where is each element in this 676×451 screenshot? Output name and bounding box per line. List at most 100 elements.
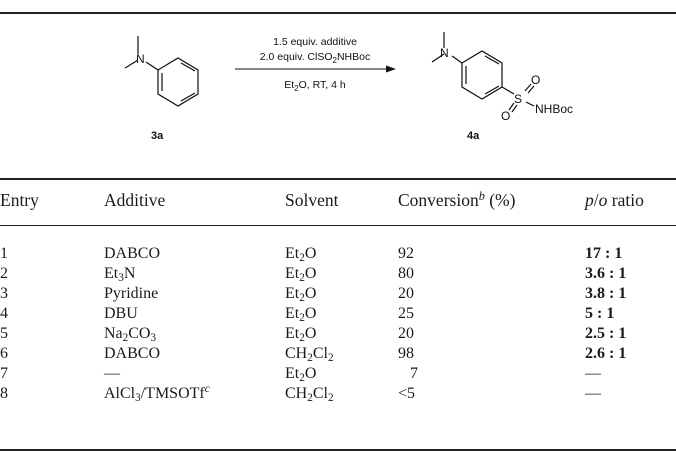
product-label: 4a bbox=[467, 130, 480, 142]
cell-solvent: Et2O bbox=[285, 244, 316, 264]
footnote-b: b bbox=[478, 189, 485, 203]
reaction-scheme: N 3a 1.5 equiv. additive 2.0 equiv. ClSO… bbox=[124, 32, 573, 142]
cell-ratio: 5 : 1 bbox=[585, 305, 615, 322]
cell-additive-part: Et bbox=[104, 265, 119, 282]
cell-conversion: 98 bbox=[398, 345, 414, 362]
cell-additive-part: Pyridine bbox=[104, 285, 159, 302]
cell-additive-part: 3 bbox=[135, 392, 141, 404]
cell-additive: AlCl3/TMSOTfc bbox=[104, 383, 210, 404]
cell-additive-part: CO bbox=[128, 325, 151, 342]
header-ratio-sep: / bbox=[593, 190, 599, 210]
cell-solvent-part: Cl bbox=[312, 345, 328, 362]
cell-solvent-part: Et bbox=[285, 285, 300, 302]
cell-ratio: 17 : 1 bbox=[585, 245, 623, 262]
header-rule bbox=[0, 225, 676, 226]
cell-entry: 7 bbox=[0, 365, 8, 382]
bottom-rule bbox=[0, 449, 676, 451]
condition-line2: 2.0 equiv. ClSO2NHBoc bbox=[260, 51, 370, 65]
cell-additive: Et3N bbox=[104, 264, 135, 284]
cell-ratio: 3.6 : 1 bbox=[585, 265, 627, 282]
header-ratio-word: ratio bbox=[607, 190, 644, 210]
header-additive: Additive bbox=[104, 190, 166, 210]
cell-ratio: 2.6 : 1 bbox=[585, 345, 627, 362]
cell-additive-part: AlCl bbox=[104, 385, 136, 402]
cell-solvent-part: 2 bbox=[307, 352, 313, 364]
cell-additive-part: N bbox=[123, 265, 136, 282]
cell-additive-part: /TMSOTf bbox=[140, 385, 205, 402]
cell-entry: 8 bbox=[0, 385, 8, 402]
cell-ratio: 2.5 : 1 bbox=[585, 325, 627, 342]
header-conversion: Conversionb (%) bbox=[398, 190, 515, 211]
cell-solvent: Et2O bbox=[285, 284, 316, 304]
cell-additive: DABCO bbox=[104, 344, 160, 364]
cell-solvent-part: O bbox=[304, 245, 317, 262]
cell-solvent-part: Et bbox=[285, 325, 300, 342]
product-atom-n: N bbox=[440, 46, 449, 60]
cell-solvent: Et2O bbox=[285, 304, 316, 324]
reactant-label: 3a bbox=[151, 130, 164, 142]
top-rule bbox=[0, 12, 676, 14]
cell-solvent-part: CH bbox=[285, 345, 308, 362]
cell-solvent-part: Et bbox=[285, 265, 300, 282]
cell-additive-part: c bbox=[204, 383, 210, 395]
cell-solvent-part: O bbox=[304, 305, 317, 322]
cell-solvent-part: Et bbox=[285, 305, 300, 322]
cell-solvent-part: Cl bbox=[312, 385, 328, 402]
cell-additive-part: Na bbox=[104, 325, 123, 342]
product-atom-o-lower: O bbox=[501, 109, 510, 123]
cell-solvent-part: O bbox=[304, 365, 317, 382]
cell-ratio: — bbox=[585, 365, 601, 382]
cell-entry: 2 bbox=[0, 265, 8, 282]
cell-additive-part: — bbox=[104, 365, 120, 382]
cell-entry: 1 bbox=[0, 245, 8, 262]
cell-entry: 3 bbox=[0, 285, 8, 302]
cell-entry: 5 bbox=[0, 325, 8, 342]
cell-solvent-part: 2 bbox=[299, 372, 305, 384]
cell-additive: DBU bbox=[104, 304, 138, 324]
cell-additive-part: DBU bbox=[104, 305, 138, 322]
cell-solvent-part: 2 bbox=[299, 272, 305, 284]
product-atom-o-upper: O bbox=[531, 73, 540, 87]
header-conversion-unit: (%) bbox=[484, 190, 516, 210]
cell-additive-part: DABCO bbox=[104, 245, 161, 262]
cell-additive: Na2CO3 bbox=[104, 324, 156, 344]
cell-solvent-part: 2 bbox=[299, 332, 305, 344]
cell-solvent: CH2Cl2 bbox=[285, 344, 334, 364]
cell-conversion: 7 bbox=[410, 365, 418, 382]
cell-solvent-part: 2 bbox=[327, 392, 334, 404]
cell-conversion: 20 bbox=[398, 285, 414, 302]
product-structure bbox=[431, 32, 535, 113]
scheme-bottom-rule bbox=[0, 178, 676, 180]
cell-additive: DABCO bbox=[104, 244, 160, 264]
cell-conversion: 80 bbox=[398, 265, 414, 282]
arrow-head bbox=[386, 65, 396, 73]
cell-additive: Pyridine bbox=[104, 284, 158, 304]
cell-solvent-part: Et bbox=[285, 365, 300, 382]
cell-solvent: Et2O bbox=[285, 364, 316, 384]
cell-solvent-part: O bbox=[304, 285, 317, 302]
condition-line1: 1.5 equiv. additive bbox=[273, 36, 357, 48]
header-entry: Entry bbox=[0, 190, 39, 210]
cell-conversion: <5 bbox=[398, 385, 416, 402]
cell-additive-part: 3 bbox=[150, 332, 157, 344]
cell-solvent: Et2O bbox=[285, 264, 316, 284]
product-atom-nhboc: NHBoc bbox=[535, 102, 573, 116]
cell-solvent-part: 2 bbox=[299, 312, 305, 324]
cell-additive: — bbox=[104, 364, 120, 384]
header-ratio-p: p bbox=[585, 190, 594, 210]
cell-solvent-part: 2 bbox=[299, 252, 305, 264]
cell-solvent-part: 2 bbox=[327, 352, 334, 364]
cell-entry: 4 bbox=[0, 305, 8, 322]
cell-solvent-part: CH bbox=[285, 385, 308, 402]
cell-additive-part: 2 bbox=[122, 332, 129, 344]
cell-solvent: CH2Cl2 bbox=[285, 384, 334, 404]
reactant-atom-n: N bbox=[136, 52, 145, 66]
condition-line3: Et2O, RT, 4 h bbox=[284, 79, 346, 93]
cell-additive-part: DABCO bbox=[104, 345, 161, 362]
cell-conversion: 20 bbox=[398, 325, 414, 342]
header-solvent: Solvent bbox=[285, 190, 339, 210]
cell-additive-part: 3 bbox=[118, 272, 124, 284]
cell-entry: 6 bbox=[0, 345, 8, 362]
cell-ratio: — bbox=[585, 385, 601, 402]
reactant-structure bbox=[124, 36, 199, 107]
